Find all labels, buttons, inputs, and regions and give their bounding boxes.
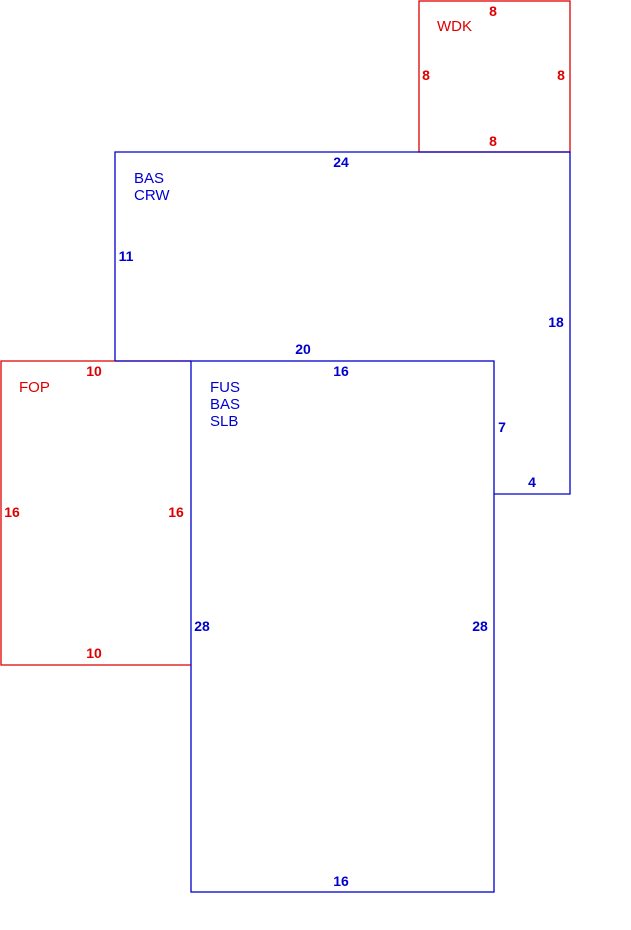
fus-bas-slb-outline	[190, 360, 495, 893]
dim-bas-left: 11	[118, 248, 134, 264]
fus-bas-slb-code-2: BAS	[210, 396, 241, 413]
fop-outline	[0, 360, 191, 666]
dim-bas-top: 24	[333, 154, 349, 170]
bas-crw-code-1: BAS	[134, 170, 165, 187]
dim-bas-right: 18	[548, 314, 564, 330]
fop-area-label: FOP	[19, 379, 50, 396]
dim-bas-notch-vertical: 7	[498, 419, 506, 435]
dim-wdk-left: 8	[422, 67, 430, 83]
dim-wdk-bottom: 8	[489, 133, 497, 149]
dim-fop-bottom: 10	[86, 645, 102, 661]
dim-wdk-right: 8	[557, 67, 565, 83]
dim-fus-bottom: 16	[333, 873, 349, 889]
wdk-code: WDK	[437, 18, 472, 35]
bas-crw-outline	[114, 151, 571, 495]
fus-bas-slb-area-label: FUS BAS SLB	[210, 379, 240, 430]
bas-crw-area-label: BAS CRW	[134, 170, 170, 204]
dim-wdk-top: 8	[489, 3, 497, 19]
fus-bas-slb-code-3: SLB	[210, 413, 239, 430]
dim-fus-right: 28	[472, 618, 488, 634]
dim-fus-left: 28	[194, 618, 210, 634]
fop-code: FOP	[19, 379, 50, 396]
dim-fop-right: 16	[168, 504, 184, 520]
dim-fop-left: 16	[4, 504, 20, 520]
dim-fop-top: 10	[86, 363, 102, 379]
dim-bas-bottom-left: 20	[295, 341, 311, 357]
dim-fus-top: 16	[333, 363, 349, 379]
bas-crw-code-2: CRW	[134, 187, 170, 204]
fus-bas-slb-code-1: FUS	[210, 379, 240, 396]
dim-bas-notch-horizontal: 4	[528, 474, 536, 490]
wdk-area-label: WDK	[437, 18, 472, 35]
